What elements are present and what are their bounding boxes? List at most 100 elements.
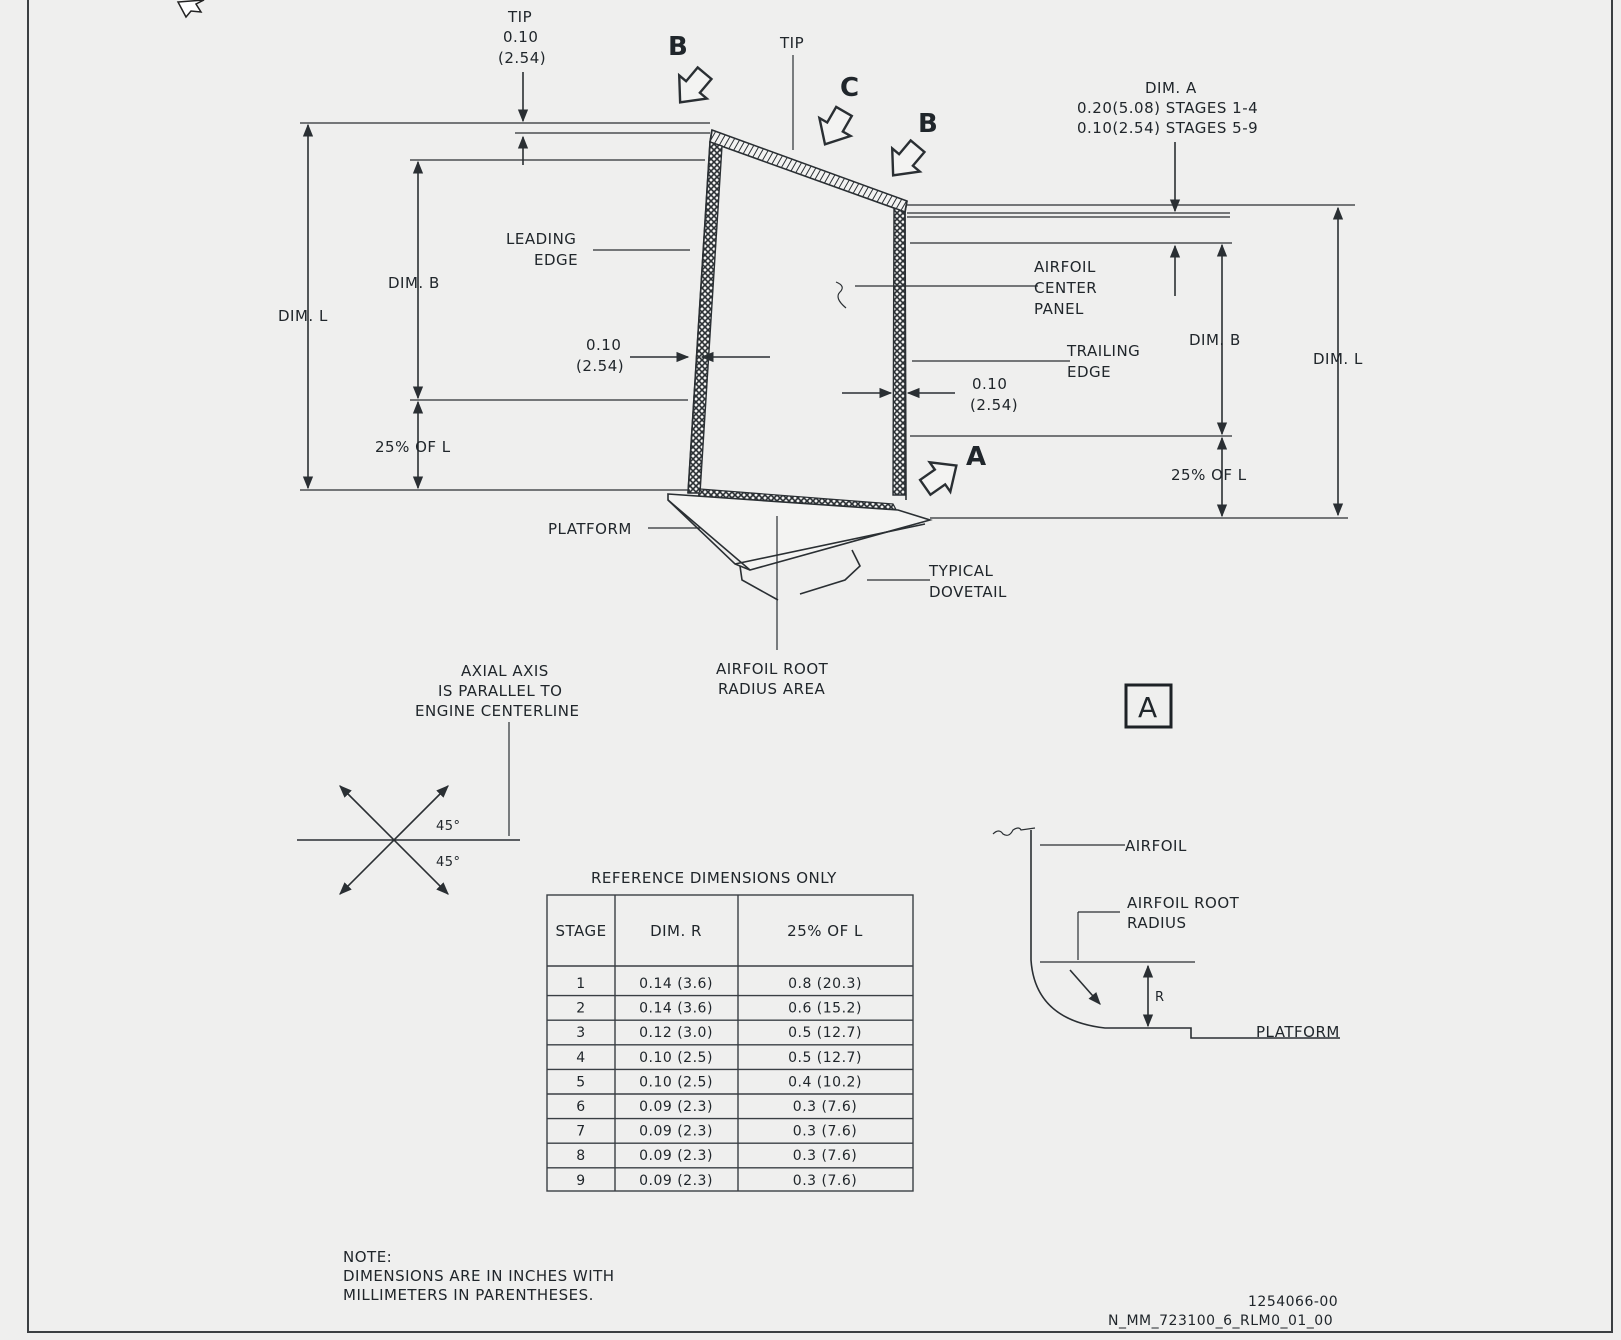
table-row: 7 0.09 (2.3) 0.3 (7.6) bbox=[547, 1124, 913, 1144]
center-panel-label-3: PANEL bbox=[1034, 300, 1084, 318]
tip-thickness-title: TIP bbox=[507, 8, 532, 26]
diagram-labels: TIP 0.10 (2.54) TIP B C B A DIM. A 0.20(… bbox=[278, 8, 1363, 1329]
table-row: 6 0.09 (2.3) 0.3 (7.6) bbox=[547, 1099, 913, 1120]
trailing-edge-label-1: TRAILING bbox=[1066, 342, 1140, 360]
view-arrow-b-right bbox=[890, 138, 927, 177]
leading-edge-label-2: EDGE bbox=[534, 251, 578, 269]
blade-view bbox=[667, 128, 933, 601]
platform-shape bbox=[667, 493, 933, 571]
table-cell: 9 bbox=[576, 1173, 585, 1189]
table-row: 8 0.09 (2.3) 0.3 (7.6) bbox=[547, 1148, 913, 1169]
dim-b-left-label: DIM. B bbox=[388, 274, 440, 292]
le-thickness-mm: (2.54) bbox=[576, 357, 624, 375]
view-a-letter: A bbox=[1138, 691, 1157, 724]
axial-axis-label-3: ENGINE CENTERLINE bbox=[415, 702, 579, 720]
tip-thickness-inches: 0.10 bbox=[503, 28, 538, 46]
view-letter-c: C bbox=[840, 73, 859, 103]
table-cell: 0.09 (2.3) bbox=[639, 1124, 713, 1140]
figure-reference: N_MM_723100_6_RLM0_01_00 bbox=[1108, 1313, 1333, 1329]
table-cell: 4 bbox=[576, 1050, 585, 1066]
note-line-2: MILLIMETERS IN PARENTHESES. bbox=[343, 1286, 594, 1304]
table-cell: 7 bbox=[576, 1124, 585, 1140]
table-cell: 0.3 (7.6) bbox=[793, 1124, 857, 1140]
table-row: 3 0.12 (3.0) 0.5 (12.7) bbox=[547, 1025, 913, 1046]
note-line-1: DIMENSIONS ARE IN INCHES WITH bbox=[343, 1267, 615, 1285]
axial-axis-label-2: IS PARALLEL TO bbox=[438, 682, 562, 700]
trailing-edge-hatch bbox=[892, 207, 906, 496]
angle-label-top: 45° bbox=[436, 819, 461, 834]
table-cell: 0.09 (2.3) bbox=[639, 1099, 713, 1115]
dovetail-label-2: DOVETAIL bbox=[929, 583, 1007, 601]
table-cell: 0.14 (3.6) bbox=[639, 1001, 713, 1017]
detail-r-label: R bbox=[1155, 990, 1165, 1005]
table-cell: 8 bbox=[576, 1148, 585, 1164]
dim-a-stages-5-9: 0.10(2.54) STAGES 5-9 bbox=[1077, 119, 1258, 137]
center-panel-label-2: CENTER bbox=[1034, 279, 1097, 297]
le-thickness-inches: 0.10 bbox=[586, 336, 621, 354]
table-cell: 0.12 (3.0) bbox=[639, 1025, 713, 1041]
table-cell: 0.5 (12.7) bbox=[788, 1025, 862, 1041]
tip-thickness-mm: (2.54) bbox=[498, 49, 546, 67]
dim-l-right-label: DIM. L bbox=[1313, 350, 1363, 368]
right-dimensions bbox=[776, 55, 1355, 650]
angle-label-bottom: 45° bbox=[436, 855, 461, 870]
center-panel-label-1: AIRFOIL bbox=[1034, 258, 1096, 276]
left-dimensions bbox=[300, 72, 770, 529]
table-cell: 0.8 (20.3) bbox=[788, 976, 862, 992]
detail-radius-label-1: AIRFOIL ROOT bbox=[1127, 894, 1240, 912]
root-radius-area-label-1: AIRFOIL ROOT bbox=[716, 660, 829, 678]
table-cell: 0.4 (10.2) bbox=[788, 1074, 862, 1090]
detail-platform-label: PLATFORM bbox=[1256, 1023, 1340, 1041]
view-arrow-b-left bbox=[677, 65, 714, 104]
axis-symbol bbox=[297, 722, 520, 895]
view-a-box bbox=[1124, 683, 1173, 729]
detail-airfoil-label: AIRFOIL bbox=[1125, 837, 1187, 855]
table-cell: 0.6 (15.2) bbox=[788, 1001, 862, 1017]
pct25-right-label: 25% OF L bbox=[1171, 466, 1247, 484]
platform-label: PLATFORM bbox=[548, 520, 632, 538]
axial-axis-label-1: AXIAL AXIS bbox=[461, 662, 549, 680]
table-cell: 0.3 (7.6) bbox=[793, 1173, 857, 1189]
table-cell: 0.10 (2.5) bbox=[639, 1074, 713, 1090]
mouse-cursor-icon bbox=[176, 0, 205, 19]
table-cell: 0.3 (7.6) bbox=[793, 1148, 857, 1164]
view-letter-a: A bbox=[966, 442, 986, 472]
view-arrow-a bbox=[918, 460, 958, 497]
table-cell: 0.09 (2.3) bbox=[639, 1173, 713, 1189]
table-cell: 0.09 (2.3) bbox=[639, 1148, 713, 1164]
te-thickness-mm: (2.54) bbox=[970, 396, 1018, 414]
dim-a-stages-1-4: 0.20(5.08) STAGES 1-4 bbox=[1077, 99, 1258, 117]
table-row: 9 0.09 (2.3) 0.3 (7.6) bbox=[576, 1173, 857, 1189]
table-cell: 5 bbox=[576, 1074, 585, 1090]
view-letter-b-right: B bbox=[918, 109, 938, 139]
drawing-number: 1254066-00 bbox=[1248, 1294, 1338, 1310]
table-cell: 6 bbox=[576, 1099, 585, 1115]
table-cell: 0.14 (3.6) bbox=[639, 976, 713, 992]
te-thickness-inches: 0.10 bbox=[972, 375, 1007, 393]
dim-b-right-label: DIM. B bbox=[1189, 331, 1241, 349]
view-arrow-c bbox=[817, 105, 854, 146]
root-radius-detail bbox=[992, 827, 1340, 1039]
table-row: 5 0.10 (2.5) 0.4 (10.2) bbox=[547, 1074, 913, 1095]
trailing-edge-label-2: EDGE bbox=[1067, 363, 1111, 381]
table-header-cell: STAGE bbox=[555, 922, 606, 940]
view-letter-b-left: B bbox=[668, 32, 688, 62]
table-cell: 3 bbox=[576, 1025, 585, 1041]
table-title: REFERENCE DIMENSIONS ONLY bbox=[591, 869, 837, 887]
dovetail-label-1: TYPICAL bbox=[928, 562, 994, 580]
table-cell: 0.5 (12.7) bbox=[788, 1050, 862, 1066]
reference-table: REFERENCE DIMENSIONS ONLY 1 0.14 (3.6) 0.8… bbox=[546, 869, 914, 1192]
dim-l-left-label: DIM. L bbox=[278, 307, 328, 325]
detail-radius-label-2: RADIUS bbox=[1127, 914, 1187, 932]
table-header-cell: DIM. R bbox=[650, 922, 702, 940]
root-radius-area-label-2: RADIUS AREA bbox=[718, 680, 825, 698]
leading-edge-label-1: LEADING bbox=[506, 230, 576, 248]
table-cell: 0.3 (7.6) bbox=[793, 1099, 857, 1115]
sheet-border bbox=[27, 0, 1613, 1333]
table-cell: 1 bbox=[576, 976, 585, 992]
